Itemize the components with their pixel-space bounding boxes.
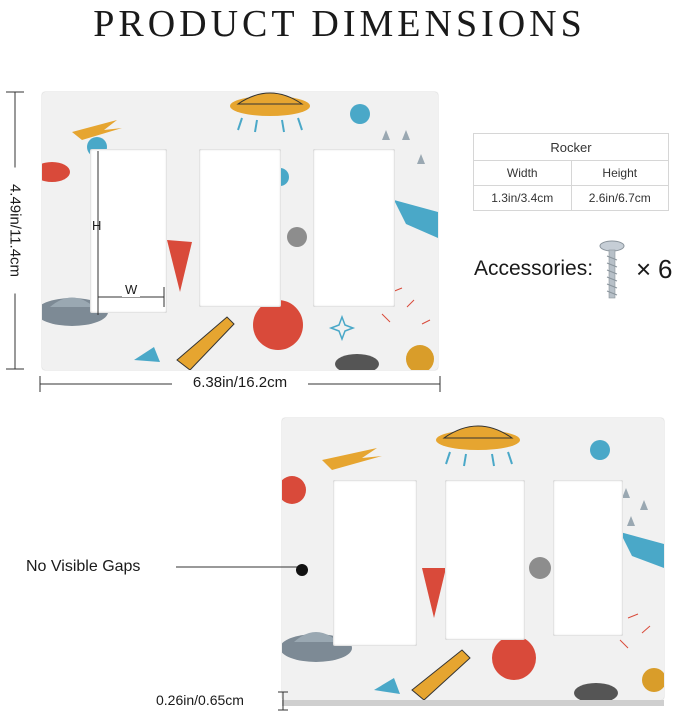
height-label: 4.49in/11.4cm <box>6 167 24 294</box>
slot-height-label: H <box>92 218 102 233</box>
rocker-opening-2 <box>199 149 281 307</box>
accessory-count: 6 <box>658 254 673 284</box>
slot-width-label: W <box>122 282 141 297</box>
spec-table-header: Rocker <box>473 133 669 161</box>
wall-plate-angled <box>282 418 664 700</box>
slot-dimension-markers <box>97 151 165 315</box>
spec-value-height: 2.6in/6.7cm <box>570 185 669 211</box>
width-label: 6.38in/16.2cm <box>172 374 308 391</box>
wall-plate-front: H W <box>42 92 438 370</box>
multiplier-sign: × <box>636 254 652 284</box>
spec-col-width: Width <box>473 160 572 186</box>
spec-col-height: Height <box>570 160 669 186</box>
no-gaps-callout-label: No Visible Gaps <box>26 558 141 575</box>
rocker-spec-table: Rocker Width Height 1.3in/3.4cm 2.6in/6.… <box>473 133 669 211</box>
rocker-opening-5 <box>445 480 525 640</box>
callout-leader-line <box>176 564 308 576</box>
rocker-opening-6 <box>553 480 623 636</box>
spec-value-width: 1.3in/3.4cm <box>473 185 572 211</box>
screw-icon <box>599 240 625 299</box>
accessories-label: Accessories: <box>474 257 594 280</box>
plate-edge <box>282 700 664 706</box>
rocker-opening-4 <box>333 480 417 646</box>
thickness-label: 0.26in/0.65cm <box>156 692 244 708</box>
space-pattern <box>42 92 438 370</box>
rocker-opening-3 <box>313 149 395 307</box>
space-pattern-2 <box>282 425 664 700</box>
thickness-marker <box>278 691 288 711</box>
page-title: PRODUCT DIMENSIONS <box>93 3 586 45</box>
